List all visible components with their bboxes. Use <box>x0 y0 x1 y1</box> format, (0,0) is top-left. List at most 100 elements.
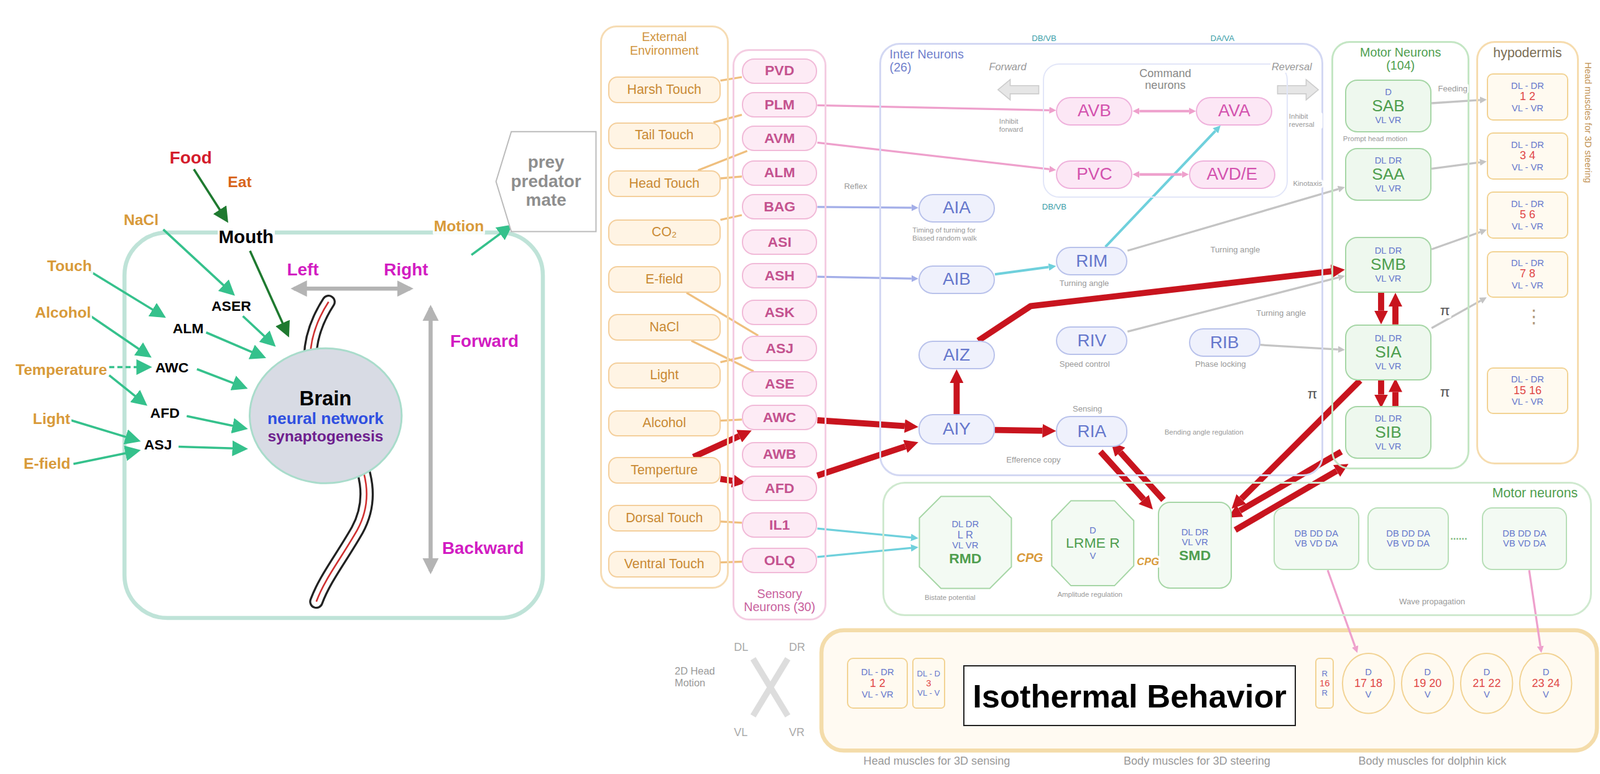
node-label: RIM <box>1075 251 1108 272</box>
motor-neuron-box: DSABVL VR <box>1345 79 1432 133</box>
motor-unit-box: DB DD DAVB VD DA <box>1481 507 1568 571</box>
motor-neuron-box: DL DRSIAVL VR <box>1345 324 1432 381</box>
target-pentagon: prey predator mate <box>494 130 597 233</box>
node-label: NaCl <box>649 320 680 335</box>
group-panel: External EnvironmentHarsh TouchTail Touc… <box>600 25 729 589</box>
node-label: AWC <box>763 409 797 426</box>
interneuron-box: RIM <box>1055 246 1128 276</box>
synapse-connector <box>1260 345 1339 350</box>
annotation-label: CPG <box>1015 550 1045 566</box>
sensory-neuron-box: ASH <box>741 263 818 289</box>
sensory-neuron-box: PLM <box>741 92 818 118</box>
group-heading: Sensory Neurons (30) <box>738 587 821 615</box>
forward-block-arrow <box>998 79 1040 101</box>
node-label: DB DD DA <box>1294 528 1339 539</box>
annotation-label: Alcohol <box>33 304 93 322</box>
node-label: D <box>1384 87 1392 98</box>
synapse-connector <box>1139 110 1189 113</box>
annotation-label: Efference copy <box>1004 455 1062 465</box>
brain-ellipse: Brainneural networksynaptogenesis <box>248 346 403 486</box>
annotation-label: π <box>1305 385 1319 402</box>
node-label: VB VD DA <box>1294 538 1338 549</box>
node-label: E-field <box>645 272 683 287</box>
node-label: AIZ <box>943 345 971 366</box>
node-label: Tail Touch <box>634 128 694 143</box>
synapse-connector <box>817 105 1050 111</box>
node-label: V <box>1424 689 1431 700</box>
muscle-box: DL - D3VL - V <box>912 657 946 709</box>
group-panel: Motor Neurons (104)DSABVL VRDL DRSAAVL V… <box>1331 41 1470 470</box>
node-label: PVC <box>1076 164 1112 185</box>
annotation-label: Kinotaxis <box>1291 179 1324 188</box>
muscle-circle: D21 22V <box>1460 652 1513 714</box>
node-label: D <box>1364 667 1372 678</box>
stimulus-box: E-field <box>608 266 721 293</box>
annotation-label: Body muscles for dolphin kick <box>1356 754 1508 768</box>
annotation-label: Turning angle <box>1209 245 1262 255</box>
synapse-connector <box>817 547 911 557</box>
node-label: ALM <box>764 164 796 181</box>
annotation-label: ⋮ <box>1523 305 1545 328</box>
annotation-label: π <box>1438 302 1452 319</box>
node-label: IL1 <box>769 517 790 533</box>
muscle-box: DL - DR15 16VL - VR <box>1486 367 1569 415</box>
node-label: 23 24 <box>1531 677 1560 691</box>
annotation-label: ALM <box>171 320 206 337</box>
interneuron-box: AIZ <box>918 340 995 370</box>
synapse-connector <box>817 276 911 279</box>
synapse-connector <box>720 521 743 523</box>
node-label: 1 2 <box>1519 90 1536 104</box>
stimulus-box: NaCl <box>608 314 721 341</box>
node-label: Brain <box>299 387 352 410</box>
annotation-label: Amplitude regulation <box>1055 590 1124 599</box>
node-label: Alcohol <box>642 416 686 431</box>
input-arrow <box>87 314 149 356</box>
reversal-block-arrow <box>1277 79 1319 101</box>
input-arrow <box>205 332 264 357</box>
node-label: 15 16 <box>1513 384 1542 398</box>
node-label: DL - DR <box>1511 374 1545 385</box>
sensory-neuron-box: ASE <box>741 371 818 397</box>
annotation-label: ASJ <box>143 436 174 453</box>
node-label: neural network <box>267 409 384 428</box>
sensory-neuron-box: IL1 <box>741 512 818 538</box>
annotation-label: Bistate potential <box>923 593 977 602</box>
node-label: synaptogenesis <box>267 427 384 445</box>
direction-arrow <box>428 307 433 571</box>
annotation-label: Food <box>168 147 214 168</box>
annotation-label: DR <box>787 641 807 655</box>
shape-fill <box>1519 653 1573 714</box>
node-label: VL VR <box>1374 183 1402 194</box>
group-panel: Command neuronsAVBAVAPVCAVD/E <box>1042 63 1288 199</box>
node-label: DL - DR <box>1511 80 1545 91</box>
group-panel: hypodermisDL - DR1 2VL - VRDL - DR3 4VL … <box>1476 41 1579 465</box>
annotation-label: ASER <box>210 297 253 315</box>
highlight-connector <box>1378 292 1385 311</box>
stimulus-box: Temperture <box>608 457 721 484</box>
group-panel: Motor neuronsDL DRL RVL VRRMDDLRME RVDL … <box>882 481 1592 617</box>
node-label: DL - D <box>917 669 941 679</box>
stimulus-box: Head Touch <box>608 170 721 198</box>
interneuron-box: AIA <box>918 194 995 223</box>
node-label: DL DR <box>1374 333 1403 344</box>
node-label: ASE <box>764 376 795 392</box>
input-arrow <box>109 366 150 369</box>
group-heading: Motor neurons <box>1492 486 1579 501</box>
node-label: VL - VR <box>861 689 894 700</box>
stimulus-box: Harsh Touch <box>608 76 721 104</box>
stimulus-box: Tail Touch <box>608 122 721 150</box>
input-arrow <box>186 416 246 429</box>
annotation-label: 2D Head Motion <box>673 665 727 690</box>
annotation-label: Touch <box>46 257 94 275</box>
highlight-connector <box>1392 392 1399 407</box>
sensory-neuron-box: BAG <box>741 194 818 220</box>
node-label: PLM <box>764 97 795 113</box>
node-label: AIA <box>942 198 971 218</box>
annotation-label: Light <box>31 410 72 428</box>
node-label: DL DR <box>1374 155 1403 166</box>
annotation-label: Head muscles for 3D sensing <box>862 754 1012 768</box>
node-label: AVB <box>1077 101 1112 121</box>
annotation-label: Body muscles for 3D steering <box>1122 754 1272 768</box>
group-heading: Command neurons <box>1124 67 1206 93</box>
